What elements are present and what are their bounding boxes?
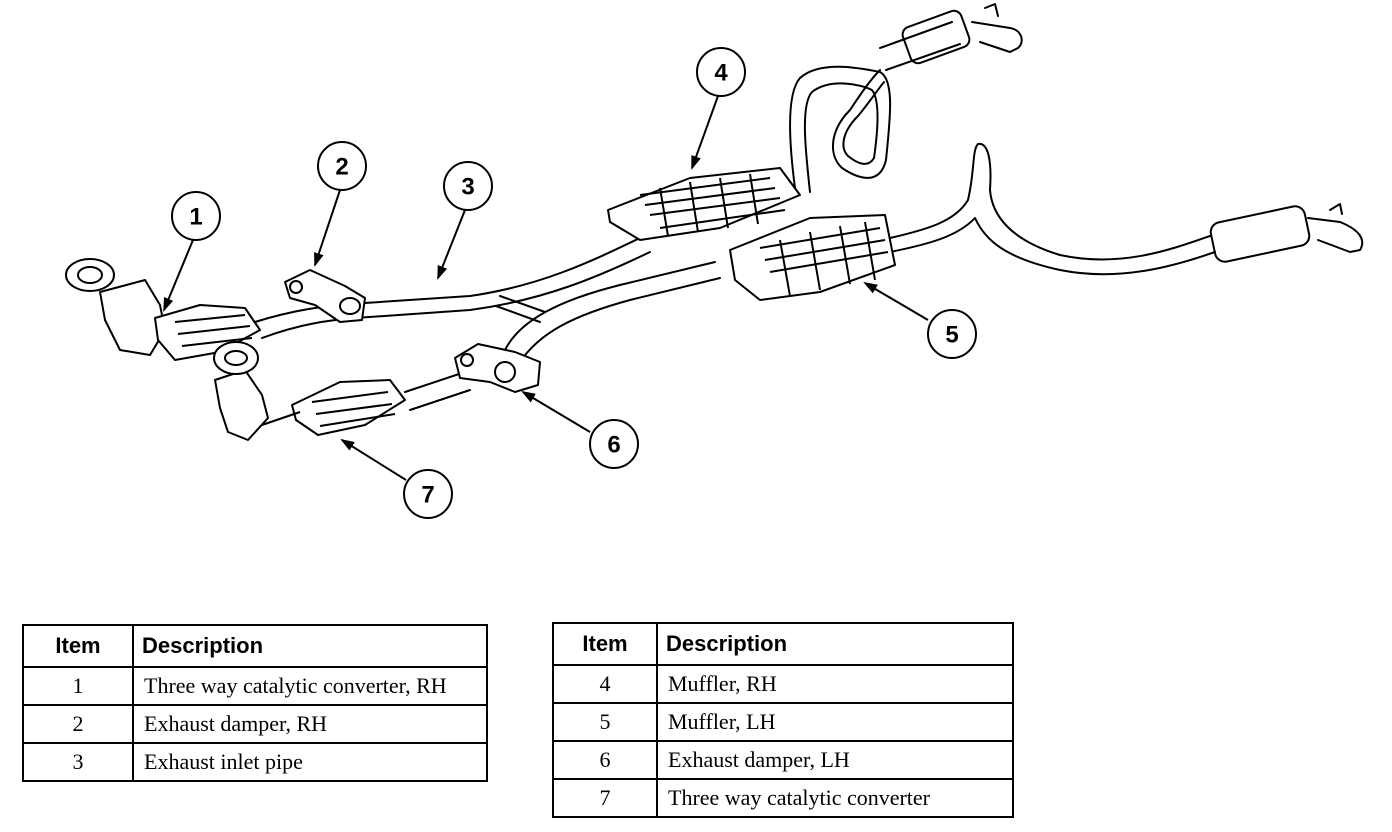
callout-1-label: 1 bbox=[189, 204, 202, 231]
lh-pipe-run bbox=[404, 261, 721, 411]
callout-1-leader bbox=[163, 239, 194, 312]
legend-table-left: Item Description 1 Three way catalytic c… bbox=[22, 624, 488, 782]
rh-muffler bbox=[607, 167, 801, 241]
callout-2-leader bbox=[314, 189, 341, 267]
item-description: Three way catalytic converter bbox=[656, 778, 1014, 818]
rh-catalytic-converter bbox=[65, 258, 261, 361]
item-number: 2 bbox=[22, 704, 134, 744]
item-number: 4 bbox=[552, 664, 658, 704]
legend-table-right: Item Description 4 Muffler, RH 5 Muffler… bbox=[552, 622, 1014, 818]
item-description: Exhaust damper, LH bbox=[656, 740, 1014, 780]
legend-header-row: Item Description bbox=[552, 622, 1014, 666]
callout-5-label: 5 bbox=[945, 322, 958, 349]
table-row: 6 Exhaust damper, LH bbox=[552, 740, 1014, 780]
item-description: Muffler, RH bbox=[656, 664, 1014, 704]
item-description: Muffler, LH bbox=[656, 702, 1014, 742]
item-number: 5 bbox=[552, 702, 658, 742]
item-number: 7 bbox=[552, 778, 658, 818]
item-column-header: Item bbox=[552, 622, 658, 666]
callout-2-circle bbox=[317, 141, 367, 191]
callout-7-leader bbox=[340, 438, 407, 481]
legend-header-row: Item Description bbox=[22, 624, 488, 668]
table-row: 5 Muffler, LH bbox=[552, 702, 1014, 742]
item-description: Exhaust damper, RH bbox=[132, 704, 488, 744]
item-description: Exhaust inlet pipe bbox=[132, 742, 488, 782]
rh-pipe-run bbox=[254, 237, 651, 339]
lh-exhaust-damper bbox=[454, 343, 541, 393]
callout-6-label: 6 bbox=[607, 432, 620, 459]
item-number: 3 bbox=[22, 742, 134, 782]
rh-tailpipe bbox=[789, 3, 1023, 193]
description-column-header: Description bbox=[132, 624, 488, 668]
callout-6-leader bbox=[521, 390, 591, 433]
rh-exhaust-damper bbox=[284, 269, 366, 323]
callout-7-circle bbox=[403, 469, 453, 519]
table-row: 1 Three way catalytic converter, RH bbox=[22, 666, 488, 706]
lh-muffler bbox=[729, 214, 896, 301]
callout-4-label: 4 bbox=[714, 60, 728, 87]
description-column-header: Description bbox=[656, 622, 1014, 666]
item-column-header: Item bbox=[22, 624, 134, 668]
exhaust-system-illustration: 1 2 3 4 5 6 7 bbox=[65, 3, 1364, 519]
table-row: 3 Exhaust inlet pipe bbox=[22, 742, 488, 782]
item-number: 6 bbox=[552, 740, 658, 780]
table-row: 2 Exhaust damper, RH bbox=[22, 704, 488, 744]
crossover-pipe bbox=[495, 295, 546, 323]
callout-3-label: 3 bbox=[461, 174, 474, 201]
item-number: 1 bbox=[22, 666, 134, 706]
callout-5-circle bbox=[927, 309, 977, 359]
callout-3-leader bbox=[437, 209, 466, 280]
table-row: 7 Three way catalytic converter bbox=[552, 778, 1014, 818]
callout-7-label: 7 bbox=[421, 482, 434, 509]
callout-4-leader bbox=[691, 95, 719, 170]
callout-2-label: 2 bbox=[335, 154, 348, 181]
item-description: Three way catalytic converter, RH bbox=[132, 666, 488, 706]
table-row: 4 Muffler, RH bbox=[552, 664, 1014, 704]
callout-6-circle bbox=[589, 419, 639, 469]
callout-5-leader bbox=[863, 281, 929, 321]
callout-3-circle bbox=[443, 161, 493, 211]
callout-4-circle bbox=[696, 47, 746, 97]
lh-tailpipe bbox=[889, 142, 1364, 276]
lh-catalytic-converter bbox=[213, 341, 406, 441]
callout-1-circle bbox=[171, 191, 221, 241]
